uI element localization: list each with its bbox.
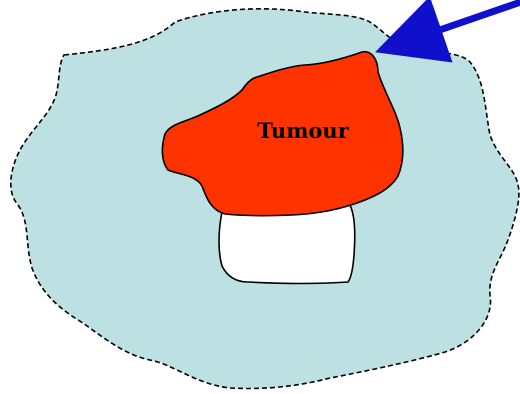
inner-region <box>219 205 355 284</box>
tumour-label: Tumour <box>257 118 349 143</box>
arrow-pointer <box>428 3 518 34</box>
